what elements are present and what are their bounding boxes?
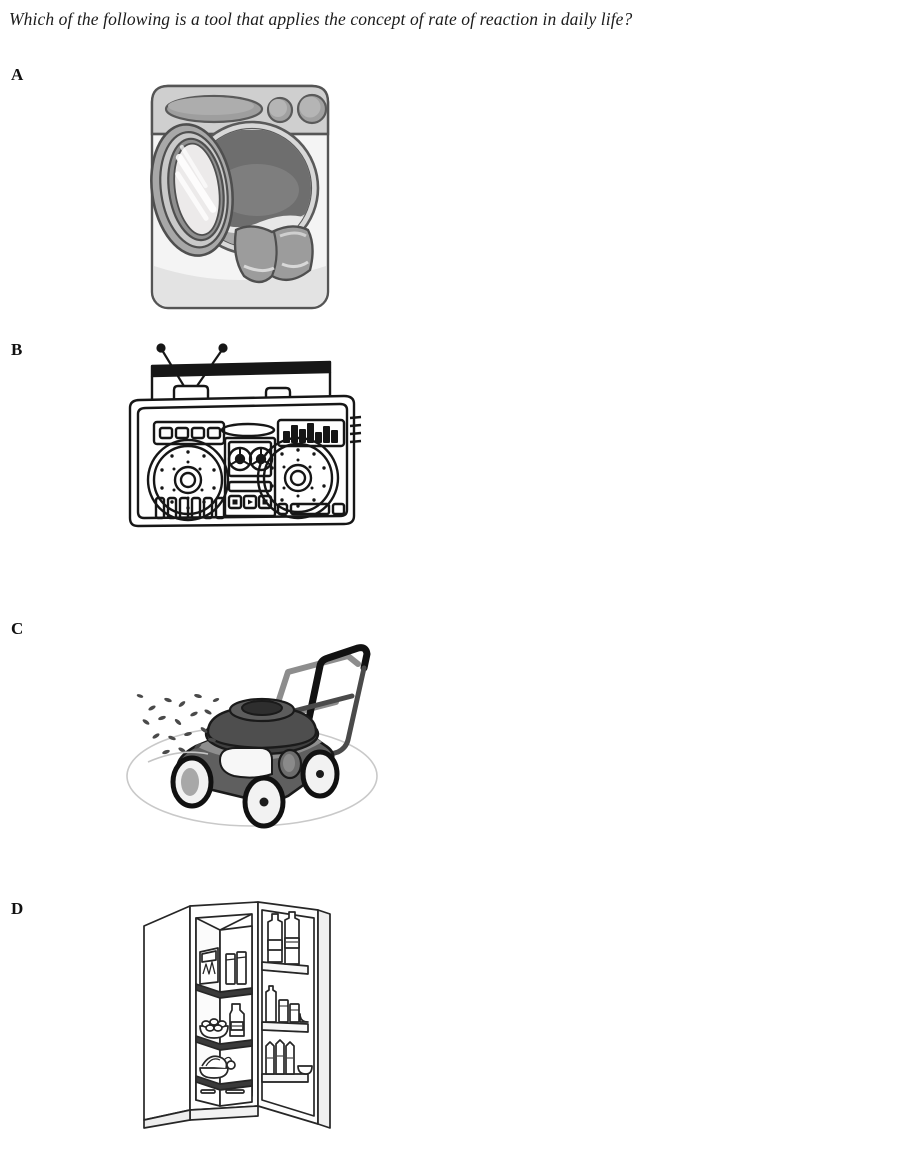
question-text: Which of the following is a tool that ap… bbox=[9, 9, 633, 29]
option-label-c: C bbox=[11, 619, 24, 638]
boombox-radio-illustration bbox=[118, 338, 368, 548]
refrigerator-illustration bbox=[132, 896, 347, 1136]
washing-machine-illustration bbox=[140, 80, 340, 315]
lawn-mower-illustration bbox=[112, 612, 402, 837]
option-label-b: B bbox=[11, 340, 23, 359]
option-label-a: A bbox=[11, 65, 24, 84]
option-label-d: D bbox=[11, 899, 24, 918]
